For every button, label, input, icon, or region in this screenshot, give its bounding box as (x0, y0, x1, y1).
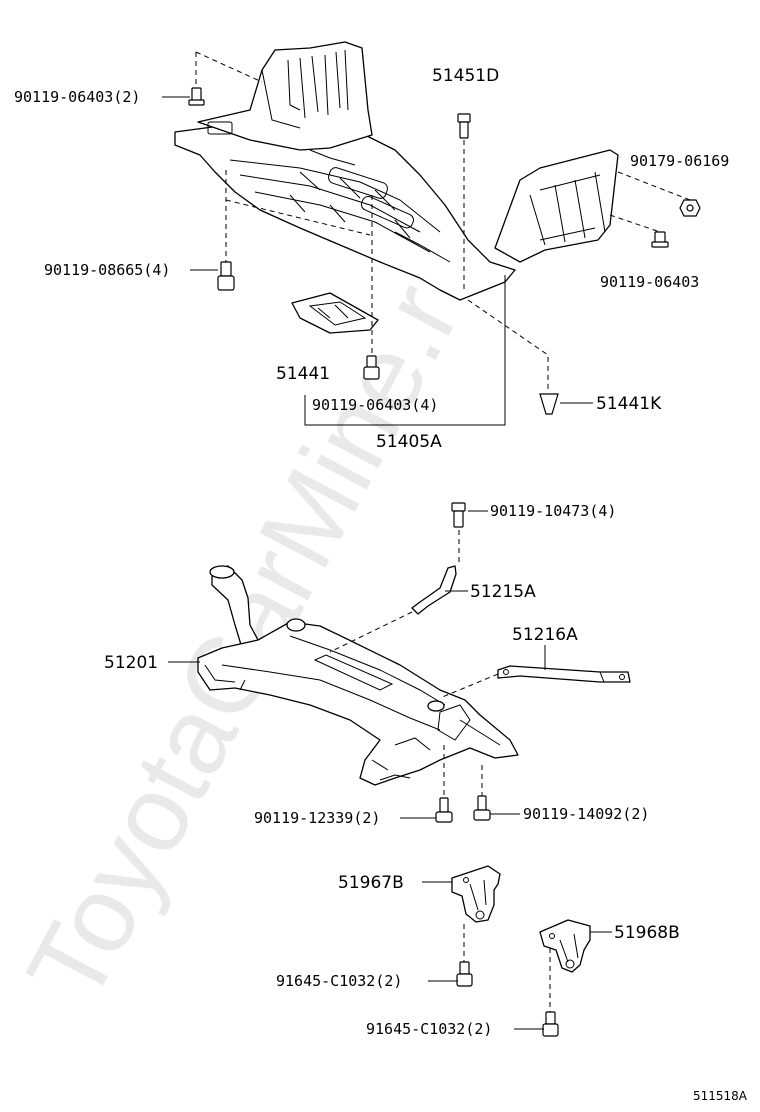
label-90119-06403: 90119-06403 (600, 273, 699, 291)
label-51441: 51441 (276, 364, 330, 384)
under-cover-51405A[interactable] (174, 41, 619, 334)
label-90119-08665-4: 90119-08665(4) (44, 261, 170, 279)
label-51967B: 51967B (338, 873, 404, 893)
bracket-51451D-bolt[interactable] (457, 113, 471, 139)
label-90119-14092-2: 90119-14092(2) (523, 805, 649, 823)
bracket-51968B[interactable] (539, 919, 591, 973)
diagram-code: 511518A (693, 1089, 748, 1103)
label-51216A: 51216A (512, 625, 578, 645)
bolt-90119-06403-4[interactable] (363, 355, 380, 380)
bolt-90119-06403[interactable] (651, 231, 669, 248)
label-91645-C1032-2-a: 91645-C1032(2) (276, 972, 402, 990)
watermark-text: ToyotaCarMine.ru (3, 211, 510, 1020)
label-51405A: 51405A (376, 432, 442, 452)
label-90119-10473-4: 90119-10473(4) (490, 502, 616, 520)
bolt-90119-14092-2[interactable] (473, 795, 491, 821)
label-91645-C1032-2-b: 91645-C1032(2) (366, 1020, 492, 1038)
label-51201: 51201 (104, 653, 158, 673)
brace-51215A[interactable] (411, 565, 457, 615)
nut-90179-06169[interactable] (679, 199, 701, 217)
bolt-90119-10473-4[interactable] (451, 502, 466, 528)
bolt-91645-C1032-2-a[interactable] (456, 961, 473, 987)
label-51451D: 51451D (432, 66, 499, 86)
label-51968B: 51968B (614, 923, 680, 943)
brace-51216A[interactable] (497, 665, 631, 683)
label-90119-06403-4: 90119-06403(4) (312, 396, 438, 414)
bolt-90119-06403-2[interactable] (188, 87, 205, 106)
bolt-91645-C1032-2-b[interactable] (542, 1011, 559, 1037)
label-51441K: 51441K (596, 394, 662, 414)
label-90119-12339-2: 90119-12339(2) (254, 809, 380, 827)
bolt-90119-12339-2[interactable] (435, 797, 453, 823)
label-51215A: 51215A (470, 582, 536, 602)
clip-51441K[interactable] (539, 393, 559, 415)
crossmember-51201[interactable] (197, 565, 519, 786)
bracket-51967B[interactable] (451, 865, 501, 923)
label-90179-06169: 90179-06169 (630, 152, 729, 170)
label-90119-06403-2: 90119-06403(2) (14, 88, 140, 106)
bolt-90119-08665-4[interactable] (217, 261, 235, 291)
